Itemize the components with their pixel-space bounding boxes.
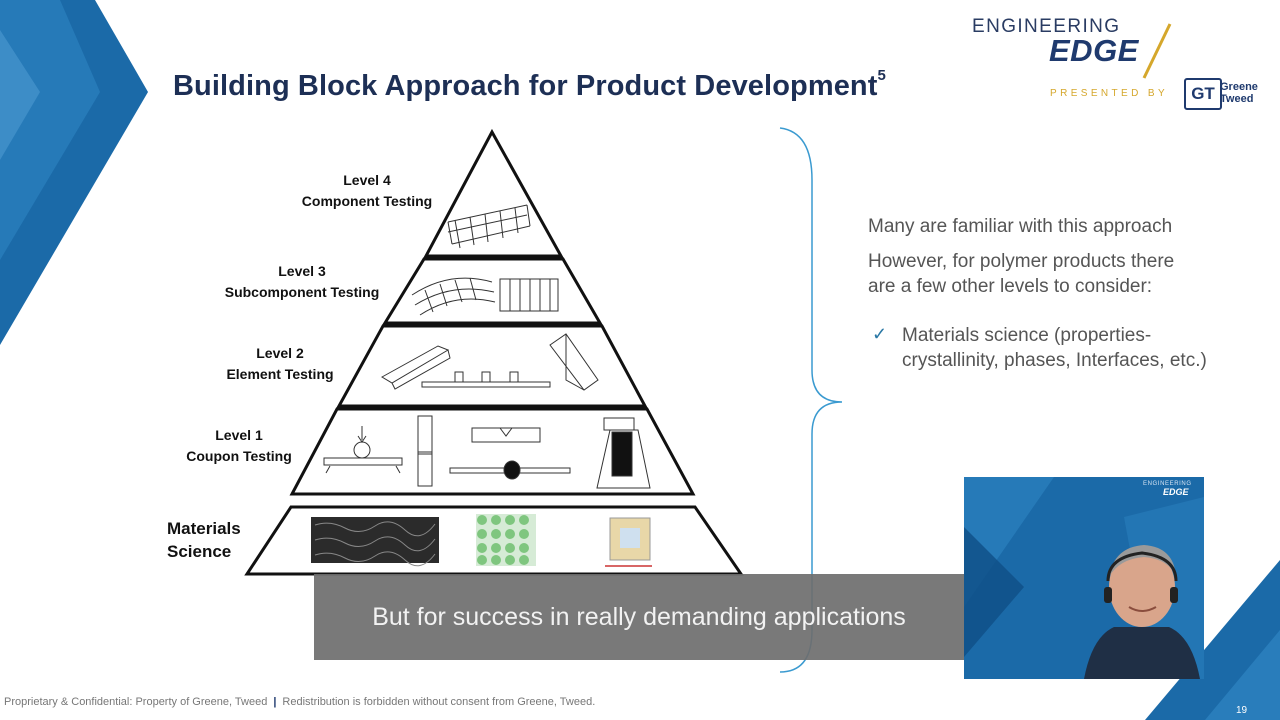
brand-slash-icon <box>1142 23 1172 79</box>
webcam-brand-edge: EDGE <box>1163 487 1189 497</box>
presenter-webcam <box>964 477 1204 679</box>
element-sketch <box>380 333 599 391</box>
brand-engineering-text: ENGINEERING <box>972 16 1121 37</box>
micrograph-image <box>311 517 439 563</box>
title-footnote-ref: 5 <box>877 67 886 85</box>
presented-by-text: PRESENTED BY <box>1050 88 1169 99</box>
footer-legal: Proprietary & Confidential: Property of … <box>4 696 596 708</box>
checkmark-icon: ✓ <box>872 324 888 344</box>
component-sketch <box>447 204 531 249</box>
subcomponent-sketch <box>411 277 559 316</box>
webcam-scene <box>964 477 1204 679</box>
note-familiar: Many are familiar with this approach <box>868 216 1173 237</box>
interface-diagram-image <box>605 517 652 567</box>
page-number: 19 <box>1236 705 1248 716</box>
bullet-materials-science: Materials science (properties-crystallin… <box>902 325 1207 371</box>
coupon-sketch <box>323 415 651 489</box>
slide-title: Building Block Approach for Product Deve… <box>173 67 886 102</box>
microstructure-texture <box>314 521 436 567</box>
crystal-lattice-image <box>476 514 536 566</box>
brand-edge-logo: EDGE <box>1049 33 1139 68</box>
greene-tweed-logo-icon: GT <box>1184 78 1222 110</box>
subtitle-caption: But for success in really demanding appl… <box>314 574 964 660</box>
webcam-brand-top: ENGINEERING <box>1143 481 1192 487</box>
